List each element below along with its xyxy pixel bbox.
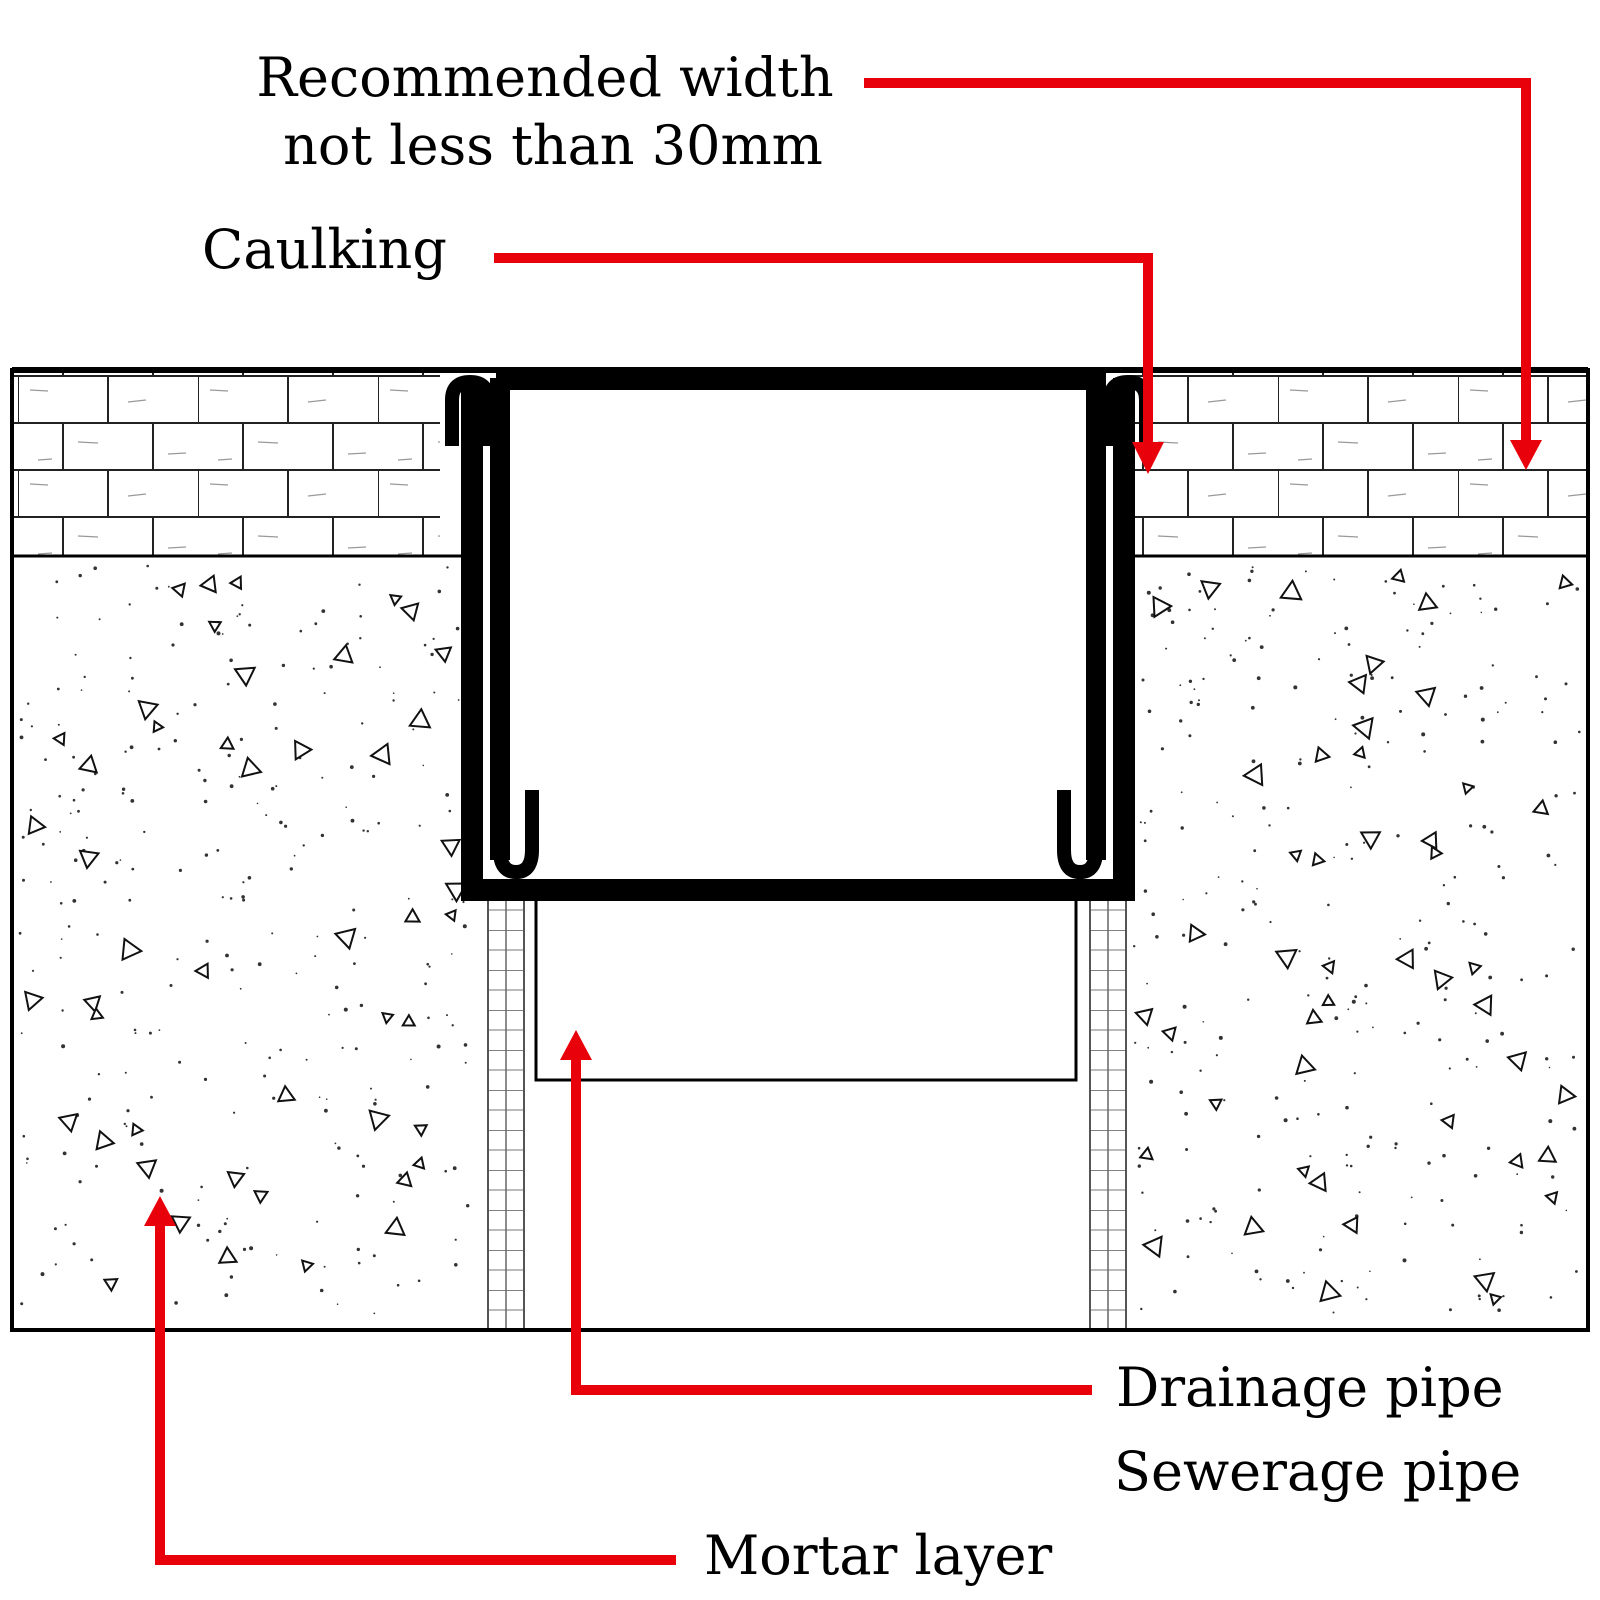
left-bottom-hook-inner — [493, 790, 539, 880]
pipe-leader — [560, 1030, 1092, 1395]
drain-left-wall — [461, 378, 1135, 901]
mortar-fill-right — [1120, 556, 1588, 1330]
caulking-label: Caulking — [202, 218, 447, 281]
drain-inner-walls-redraw — [490, 378, 1106, 860]
inner-pipe — [534, 884, 1078, 1082]
tile-layer-right — [1128, 370, 1588, 556]
mortar-fill-left — [12, 556, 490, 1330]
tile-layer-left — [12, 370, 440, 556]
drainage-pipe-label: Drainage pipe — [1116, 1356, 1504, 1419]
mortar-speckle-right — [1130, 566, 1581, 1314]
caulking-leader — [494, 253, 1164, 474]
width-leader — [864, 78, 1542, 470]
drain-interior — [510, 392, 1086, 868]
mortar-leader — [144, 1196, 676, 1565]
right-bottom-hook-inner — [1057, 790, 1103, 880]
left-lip-hook — [445, 374, 495, 446]
width-label-line1: Recommended width — [256, 46, 833, 109]
sewerage-pipe-label: Sewerage pipe — [1114, 1440, 1521, 1503]
mortar-layer-label: Mortar layer — [704, 1524, 1052, 1587]
width-label-line2: not less than 30mm — [283, 114, 823, 177]
